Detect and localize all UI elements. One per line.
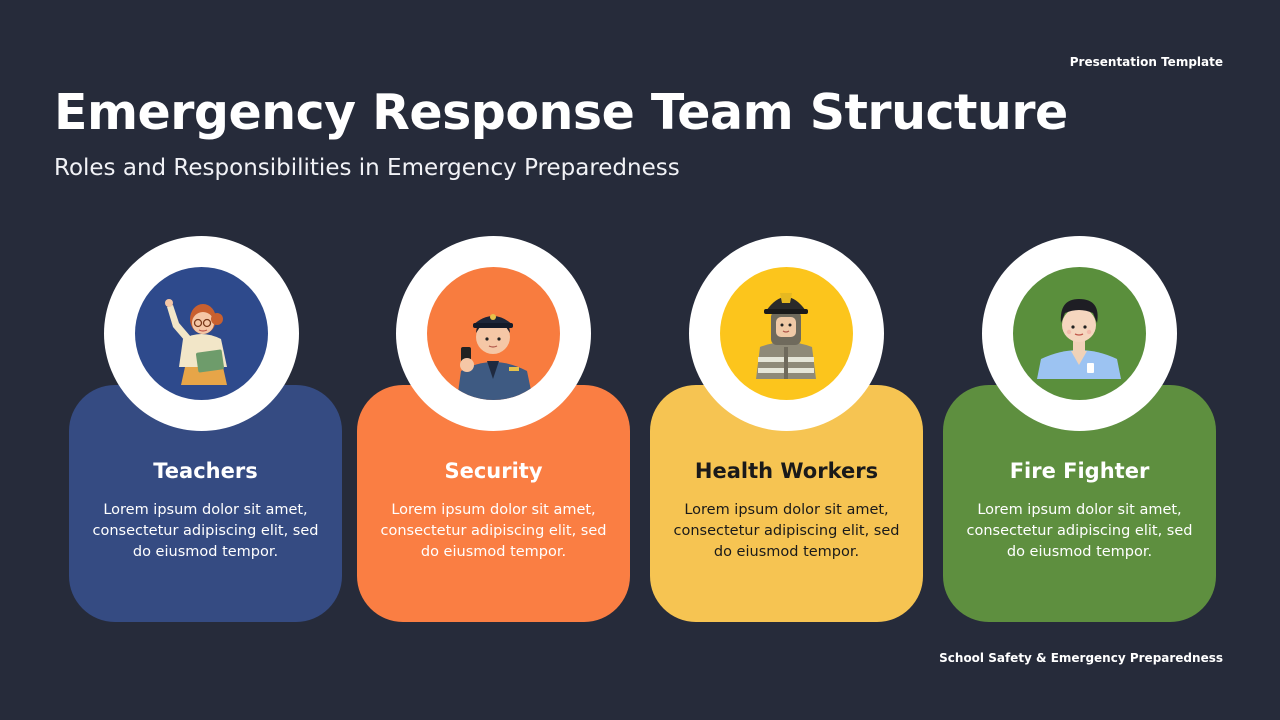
avatar: [135, 267, 268, 400]
card-description: Lorem ipsum dolor sit amet, consectetur …: [380, 502, 607, 560]
page-subtitle: Roles and Responsibilities in Emergency …: [54, 155, 680, 181]
page-title: Emergency Response Team Structure: [54, 84, 1068, 141]
card-title: Security: [444, 459, 543, 483]
card-description: Lorem ipsum dolor sit amet, consectetur …: [92, 502, 319, 560]
avatar: [1013, 267, 1146, 400]
card-title: Teachers: [153, 459, 258, 483]
avatar: [427, 267, 560, 400]
avatar: [720, 267, 853, 400]
firefighter-icon: [756, 293, 816, 379]
footer-text: School Safety & Emergency Preparedness: [939, 651, 1223, 665]
avatar-ring: [396, 236, 591, 431]
avatar-ring: [104, 236, 299, 431]
avatar-ring: [689, 236, 884, 431]
presentation-tag: Presentation Template: [1069, 55, 1223, 69]
card-title: Fire Fighter: [1009, 459, 1150, 483]
security-guard-icon: [457, 314, 533, 400]
avatar-ring: [982, 236, 1177, 431]
teacher-icon: [165, 299, 227, 385]
card-description: Lorem ipsum dolor sit amet, consectetur …: [673, 502, 900, 560]
card-description: Lorem ipsum dolor sit amet, consectetur …: [966, 502, 1193, 560]
health-worker-icon: [1037, 299, 1121, 379]
card-title: Health Workers: [694, 459, 879, 483]
